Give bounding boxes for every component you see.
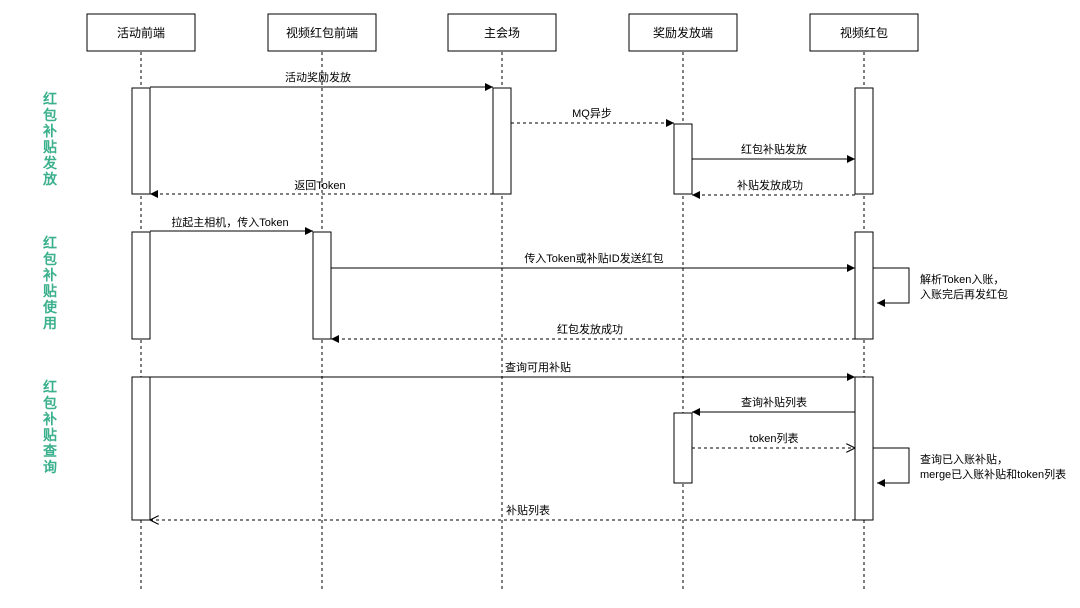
participant-label: 奖励发放端: [653, 25, 713, 40]
message-label: 查询可用补贴: [505, 360, 571, 374]
activation-video-redpacket-frontend: [312, 231, 332, 340]
message-redpacket-send-success: 红包发放成功: [331, 322, 855, 343]
activation-activity-frontend-2: [131, 231, 151, 340]
message-label: 返回Token: [294, 179, 345, 192]
activation-reward-service-1: [673, 123, 693, 195]
message-mq-async: MQ异步: [511, 107, 674, 127]
message-merge-subsidy-self: 查询已入账补贴， merge已入账补贴和token列表: [873, 447, 1066, 487]
message-subsidy-list-return: 补贴列表: [150, 503, 855, 520]
message-launch-camera: 拉起主相机，传入Token: [150, 215, 313, 235]
section-label-issue: 红包补贴发放: [42, 91, 58, 187]
message-label: 传入Token或补贴ID发送红包: [524, 251, 663, 265]
message-label: 拉起主相机，传入Token: [171, 215, 288, 229]
message-label: 查询已入账补贴，: [920, 452, 1008, 466]
message-query-available-subsidy: 查询可用补贴: [150, 360, 855, 381]
message-parse-token-self: 解析Token入账， 入账完后再发红包: [873, 267, 1008, 307]
activation-main-venue: [492, 87, 512, 195]
message-label: MQ异步: [572, 107, 612, 120]
message-label: 查询补贴列表: [741, 395, 807, 409]
section-label-query: 红包补贴查询: [42, 379, 58, 475]
participant-main-venue: 主会场: [447, 13, 557, 52]
message-label: 解析Token入账，: [920, 272, 1004, 286]
participant-reward-service: 奖励发放端: [628, 13, 738, 52]
message-label: merge已入账补贴和token列表: [920, 467, 1066, 481]
message-query-subsidy-list: 查询补贴列表: [692, 395, 855, 416]
message-activity-reward-issue: 活动奖励发放: [150, 70, 493, 91]
activation-activity-frontend-3: [131, 376, 151, 521]
message-label: 补贴列表: [506, 503, 550, 517]
activation-video-redpacket-1: [854, 87, 874, 195]
participant-video-redpacket-frontend: 视频红包前端: [267, 13, 377, 52]
message-redpacket-subsidy-issue: 红包补贴发放: [692, 142, 855, 163]
participant-label: 视频红包: [840, 25, 888, 40]
message-label: 红包发放成功: [557, 322, 623, 336]
message-subsidy-issue-success: 补贴发放成功: [692, 178, 855, 199]
message-return-token: 返回Token: [150, 179, 493, 198]
message-label: 入账完后再发红包: [920, 287, 1008, 301]
message-send-redpacket: 传入Token或补贴ID发送红包: [331, 251, 855, 272]
message-label: 补贴发放成功: [737, 178, 803, 192]
section-label-use: 红包补贴使用: [42, 235, 58, 331]
activation-reward-service-2: [673, 412, 693, 484]
participant-label: 主会场: [484, 26, 520, 40]
activation-video-redpacket-2: [854, 231, 874, 340]
activation-activity-frontend-1: [131, 87, 151, 195]
participant-label: 视频红包前端: [286, 25, 358, 40]
participant-label: 活动前端: [117, 25, 165, 40]
participant-video-redpacket: 视频红包: [809, 13, 919, 52]
message-label: 红包补贴发放: [741, 142, 807, 156]
message-token-list: token列表: [692, 431, 855, 448]
message-label: 活动奖励发放: [285, 70, 351, 84]
participant-activity-frontend: 活动前端: [86, 13, 196, 52]
activation-video-redpacket-3: [854, 376, 874, 521]
message-label: token列表: [750, 431, 799, 445]
